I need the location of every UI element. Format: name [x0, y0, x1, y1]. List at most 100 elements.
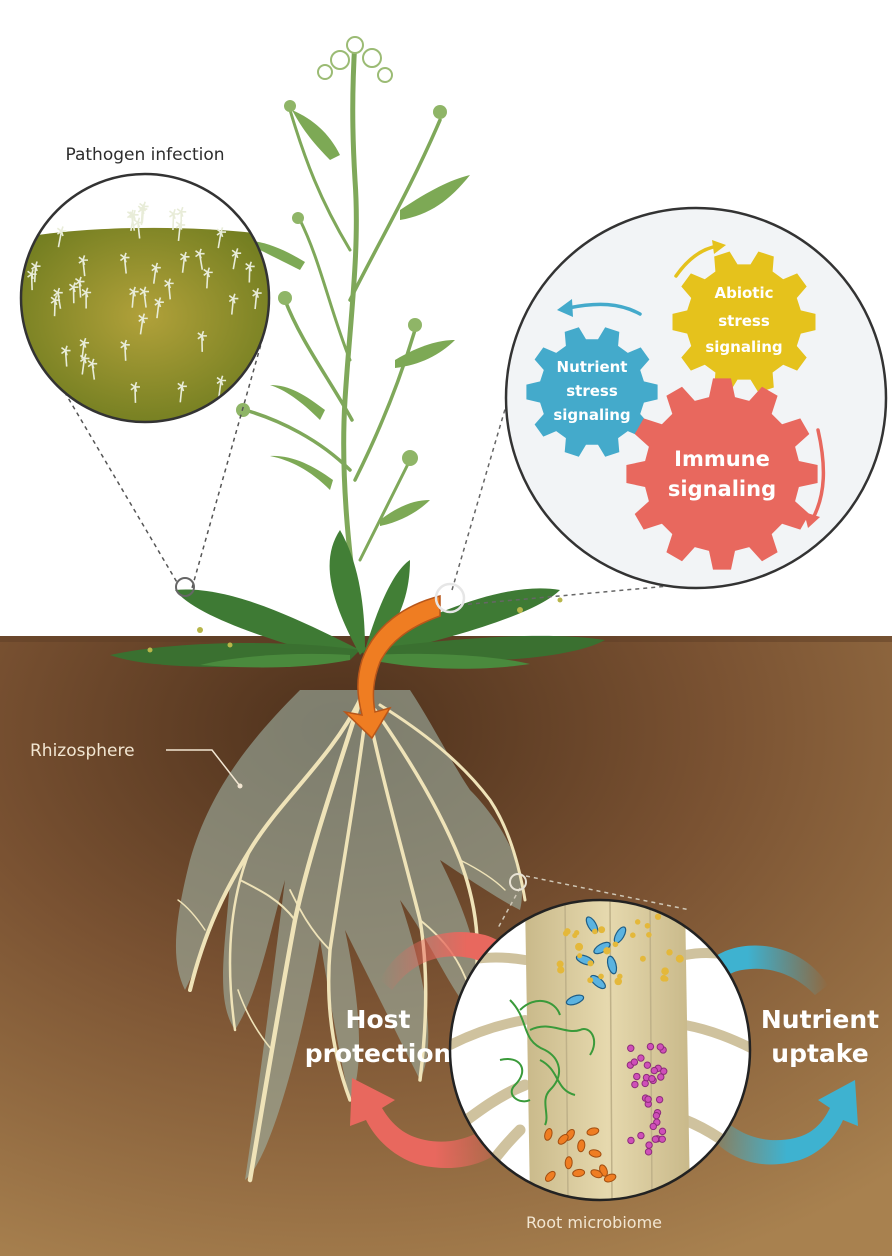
signal-arrow-icon	[342, 595, 441, 740]
abiotic-gear-line-1: Abiotic	[715, 284, 774, 302]
microbe	[675, 954, 684, 963]
microbe	[663, 976, 669, 982]
microbe	[606, 955, 618, 975]
spore	[177, 381, 187, 403]
microbe	[648, 1074, 656, 1083]
microbe	[614, 977, 623, 986]
spore	[130, 381, 140, 403]
microbe	[603, 1173, 617, 1183]
microbe	[598, 926, 606, 934]
microbe	[577, 953, 583, 959]
microbe	[652, 1111, 661, 1120]
microbe	[634, 919, 641, 925]
microbe	[637, 1054, 645, 1062]
spore	[139, 286, 150, 308]
pathogen-spores	[27, 194, 262, 418]
microbe	[564, 928, 571, 935]
microbe	[612, 941, 619, 948]
microbe	[627, 1136, 635, 1145]
microbe	[658, 1127, 667, 1136]
microbe	[575, 942, 584, 951]
spore	[175, 219, 186, 242]
microbe	[661, 967, 669, 976]
abiotic-gear-line-3: signaling	[705, 338, 782, 356]
spore	[151, 262, 161, 284]
spore	[195, 248, 205, 270]
microbe	[588, 1149, 602, 1158]
microbe	[649, 1122, 657, 1131]
spore	[78, 255, 88, 277]
spore	[56, 226, 67, 248]
microbe	[544, 1128, 553, 1141]
root-microbiome-label: Root microbiome	[526, 1213, 662, 1232]
spore	[119, 252, 130, 274]
spore	[74, 276, 85, 298]
microbe	[564, 1156, 573, 1170]
nutrient-stress-gear-icon: Nutrient stress signaling	[526, 327, 658, 457]
nutrient-gear-line-1: Nutrient	[557, 358, 628, 376]
microbe	[645, 1141, 653, 1149]
spore	[27, 269, 37, 291]
spore	[43, 383, 54, 405]
nutrient-uptake-label-2: uptake	[771, 1039, 868, 1068]
microbe	[644, 922, 651, 929]
microbe	[574, 930, 580, 936]
microbe	[658, 1135, 666, 1143]
pathogen-inset: Pathogen infection	[19, 145, 271, 597]
rhizosphere-callout: Rhizosphere	[30, 741, 243, 789]
microbe	[557, 966, 565, 974]
spore	[79, 353, 90, 375]
spore	[68, 282, 79, 304]
microbe	[639, 955, 646, 962]
nutrient-rotation-arrow-icon	[566, 302, 642, 316]
microbe	[656, 1043, 665, 1051]
spore	[81, 287, 92, 309]
spore	[197, 330, 207, 352]
spore	[180, 251, 190, 273]
nutrient-uptake-bottom-arrow-icon	[700, 1080, 858, 1165]
rhizosphere-halo	[175, 690, 522, 1180]
spore	[252, 288, 262, 310]
microbe	[657, 1073, 665, 1081]
spore	[133, 217, 143, 239]
fungal-hyphae	[499, 999, 596, 1126]
microbe	[565, 994, 585, 1006]
microbe	[655, 1095, 664, 1104]
microbe	[651, 1135, 660, 1143]
microbe	[660, 1067, 668, 1075]
microbe	[544, 1170, 556, 1182]
microbe	[643, 1061, 652, 1069]
microbe	[644, 1148, 653, 1156]
abiotic-stress-gear-icon: Abiotic stress signaling	[672, 251, 816, 393]
immune-rotation-arrow-icon	[810, 428, 826, 522]
spore	[169, 208, 179, 231]
microbe	[650, 1066, 659, 1075]
microbe	[630, 932, 636, 938]
microbe	[637, 1131, 645, 1140]
spore	[164, 278, 174, 300]
host-protection-label-1: Host	[346, 1005, 411, 1034]
spore	[231, 248, 242, 270]
spore	[245, 261, 255, 283]
rosette-leaves	[110, 530, 605, 669]
microbe	[586, 1127, 600, 1136]
plant-stems	[243, 37, 442, 643]
microbe	[646, 932, 652, 938]
microbe	[627, 1044, 635, 1052]
pathogen-infection-label: Pathogen infection	[65, 145, 224, 165]
immune-gear-line-1: Immune	[674, 447, 770, 471]
spore	[43, 393, 54, 415]
spore	[228, 293, 239, 315]
microbe	[644, 1095, 652, 1103]
spore	[50, 295, 61, 317]
spore	[154, 297, 164, 319]
microbe	[603, 947, 611, 955]
spore	[87, 358, 98, 380]
spore	[138, 313, 148, 335]
spore	[203, 267, 213, 289]
roots	[177, 697, 527, 1183]
flower-buds	[236, 36, 447, 466]
root-microbiome-inset: Root microbiome	[448, 873, 752, 1232]
